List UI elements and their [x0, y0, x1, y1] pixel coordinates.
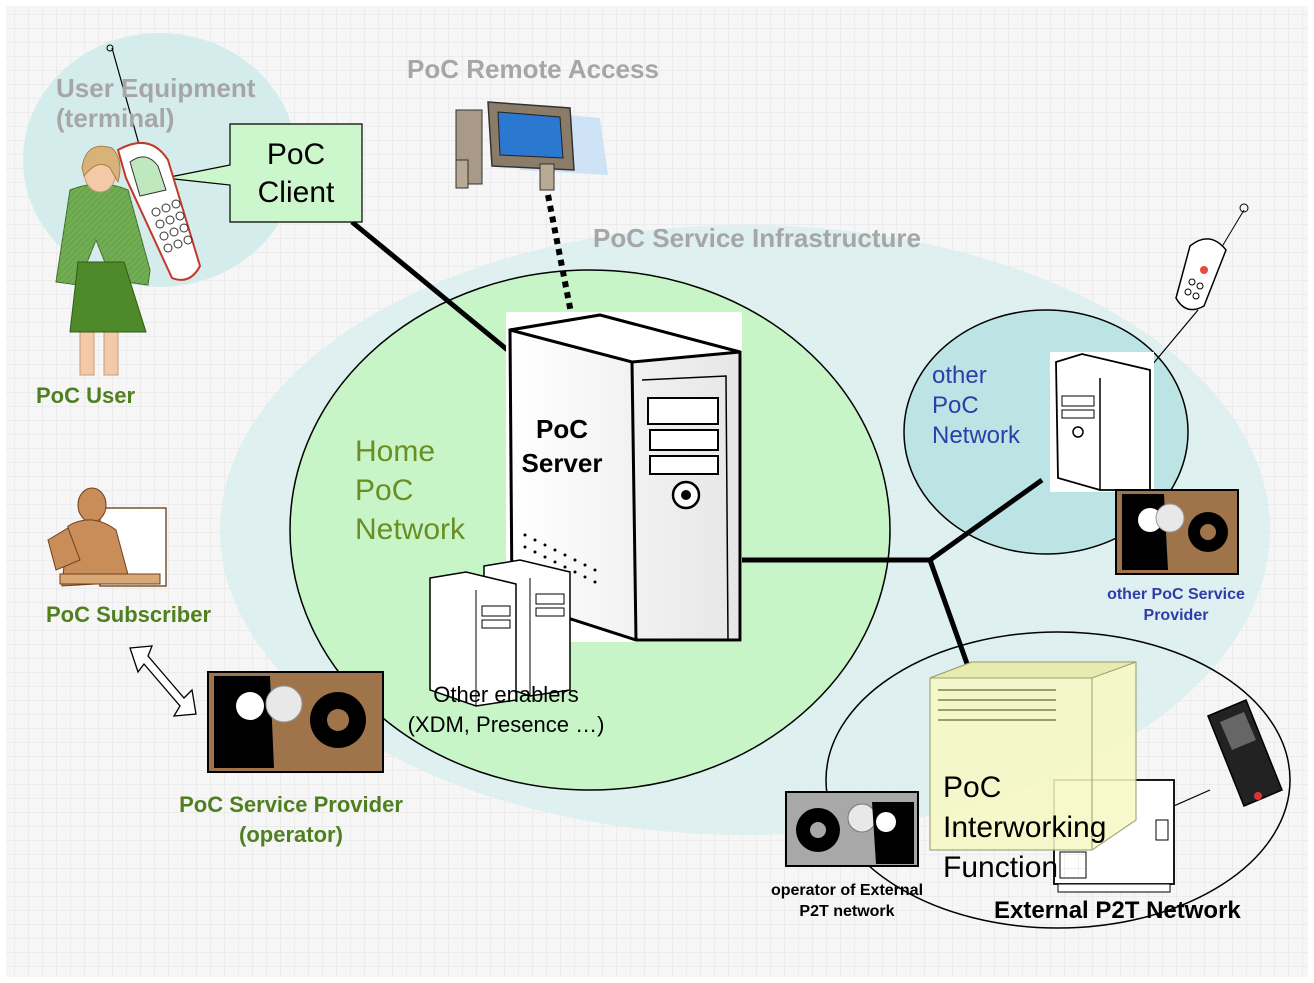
- mobile-phone-icon: [106, 44, 202, 281]
- poc-user-label: PoC User: [36, 383, 136, 408]
- poc-remote-access-label: PoC Remote Access: [407, 54, 659, 84]
- poc-subscriber-label: PoC Subscriber: [46, 602, 212, 627]
- home-poc-network-label: Home PoC Network: [355, 435, 466, 546]
- other-poc-network-label: other PoC Network: [932, 362, 1021, 449]
- poc-client-callout: [164, 123, 363, 223]
- other-enablers-label: Other enablers (XDM, Presence …): [407, 682, 605, 737]
- other-network-phone-icon: [1175, 203, 1249, 311]
- other-poc-service-provider-label: other PoC Service Provider: [1107, 586, 1245, 624]
- poc-user-person-icon: [55, 145, 151, 376]
- remote-access-computer-icon: [455, 101, 608, 191]
- poc-subscriber-person-icon: [47, 487, 167, 587]
- other-enablers-servers-icon: [429, 559, 571, 707]
- poc-client-label: PoC Client: [257, 138, 335, 209]
- poc-service-provider-gear-icon: [207, 671, 384, 773]
- external-operator-gear-icon: [785, 791, 919, 867]
- iwf-text: PoC Interworking Function: [943, 771, 1107, 884]
- external-p2t-network-label: External P2T Network: [994, 897, 1241, 924]
- operator-external-p2t-label: operator of External P2T network: [770, 882, 924, 920]
- poc-service-provider-label: PoC Service Provider (operator): [179, 792, 403, 847]
- external-p2t-network-region: [825, 631, 1291, 929]
- other-network-server-icon: [1050, 352, 1154, 492]
- bidirectional-arrow-icon: [129, 645, 197, 717]
- user-equipment-label: User Equipment (terminal): [56, 73, 256, 133]
- external-mobile-phone-icon: [1207, 699, 1283, 807]
- other-service-provider-gear-icon: [1115, 489, 1239, 575]
- poc-server-label: PoC Server: [521, 414, 603, 478]
- poc-service-infrastructure-label: PoC Service Infrastructure: [593, 223, 922, 253]
- poc-interworking-function-label: PoC Interworking Function: [943, 728, 1106, 888]
- poc-interworking-function-box: [929, 661, 1137, 851]
